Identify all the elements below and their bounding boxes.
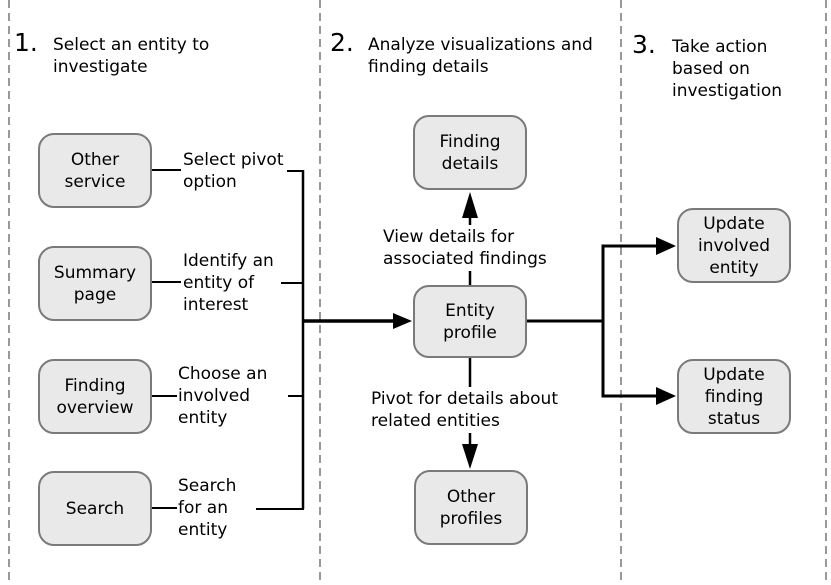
node-update-involved-entity: Update involved entity (677, 208, 791, 283)
label-search-entity: Search for an entity (178, 476, 237, 540)
label-view-details: View details for associated findings (381, 225, 549, 271)
step-2-title: Analyze visualizations and finding detai… (368, 35, 593, 77)
step-1-title: Select an entity to investigate (53, 35, 210, 77)
node-other-profiles: Other profiles (414, 470, 528, 545)
node-finding-overview: Finding overview (38, 359, 152, 434)
branch-arrowhead-bottom (656, 387, 676, 405)
label-choose-entity: Choose an involved entity (178, 364, 268, 428)
branch-arrowhead-top (656, 237, 676, 255)
node-other-service: Other service (38, 133, 152, 208)
node-search: Search (38, 471, 152, 546)
node-summary-page: Summary page (38, 246, 152, 321)
up-flow-arrowhead (462, 192, 478, 218)
node-update-finding-status: Update finding status (677, 359, 791, 434)
down-flow-arrowhead (462, 444, 478, 469)
node-entity-profile: Entity profile (413, 285, 527, 358)
node-finding-details: Finding details (413, 115, 527, 190)
main-flow-arrowhead (393, 313, 412, 329)
label-pivot-details: Pivot for details about related entities (369, 387, 560, 433)
step-3-number: 3. (632, 30, 656, 59)
step-1-number: 1. (14, 28, 38, 57)
label-identify-entity: Identify an entity of interest (183, 251, 274, 315)
branch-rail (601, 244, 657, 398)
step-2-number: 2. (330, 28, 354, 57)
label-select-pivot-option: Select pivot option (183, 150, 284, 192)
step-3-title: Take action based on investigation (672, 37, 783, 101)
